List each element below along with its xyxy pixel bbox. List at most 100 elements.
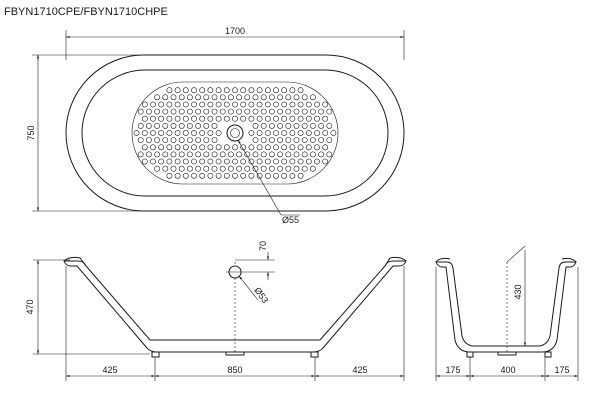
- end-rim-lip-right: [561, 257, 577, 263]
- anti-slip-dot: [145, 137, 152, 143]
- anti-slip-dot: [170, 94, 177, 101]
- anti-slip-dot: [285, 108, 292, 115]
- anti-slip-dot: [150, 144, 156, 151]
- anti-slip-dot: [273, 101, 279, 108]
- anti-slip-dot: [203, 108, 210, 115]
- anti-slip-dot: [215, 158, 222, 165]
- anti-slip-dot: [195, 123, 201, 129]
- anti-slip-dot: [178, 165, 185, 172]
- anti-slip-dot: [289, 101, 296, 108]
- anti-slip-dot: [170, 137, 177, 143]
- anti-slip-dot: [150, 101, 156, 108]
- anti-slip-dot: [273, 87, 279, 94]
- anti-slip-dot: [268, 165, 275, 172]
- drain-icon: [226, 124, 244, 142]
- anti-slip-dot: [232, 115, 238, 122]
- anti-slip-dot: [166, 87, 173, 94]
- anti-slip-dot: [273, 172, 279, 179]
- anti-slip-dot: [166, 172, 173, 179]
- anti-slip-dot: [248, 101, 255, 108]
- anti-slip-dot: [137, 151, 144, 158]
- anti-slip-dot: [170, 165, 177, 172]
- anti-slip-dot: [215, 172, 222, 179]
- anti-slip-dot: [170, 151, 177, 158]
- anti-slip-dot: [236, 165, 242, 172]
- anti-slip-dot: [314, 115, 320, 122]
- anti-slip-dot: [318, 123, 324, 129]
- anti-slip-dot: [195, 165, 201, 172]
- anti-slip-dot: [248, 144, 255, 151]
- anti-slip-dot: [227, 151, 234, 158]
- anti-slip-dot: [232, 101, 238, 108]
- anti-slip-dot: [273, 158, 279, 165]
- rim-lip-right: [384, 256, 407, 267]
- anti-slip-dot: [289, 115, 296, 122]
- end-rim-lip-left: [435, 257, 451, 263]
- anti-slip-dot: [166, 158, 173, 165]
- anti-slip-dot: [264, 87, 271, 94]
- anti-slip-dot: [137, 137, 144, 143]
- anti-slip-dot: [141, 115, 148, 122]
- anti-slip-dot: [137, 108, 144, 115]
- anti-slip-dot: [268, 123, 275, 129]
- anti-slip-dot: [273, 115, 279, 122]
- anti-slip-dot: [248, 115, 255, 122]
- anti-slip-dot: [285, 94, 292, 101]
- anti-slip-dot: [199, 144, 206, 151]
- anti-slip-dot: [301, 108, 308, 115]
- anti-slip-dot: [260, 108, 267, 115]
- anti-slip-dot: [293, 165, 300, 172]
- anti-slip-dot: [289, 87, 296, 94]
- anti-slip-dot: [297, 130, 304, 136]
- anti-slip-dot: [178, 94, 185, 101]
- anti-slip-dot: [285, 123, 292, 129]
- anti-slip-dot: [260, 151, 267, 158]
- tub-side-profile: [63, 260, 407, 353]
- anti-slip-dot: [158, 115, 165, 122]
- anti-slip-dot: [154, 137, 160, 143]
- anti-slip-dot: [219, 108, 226, 115]
- anti-slip-dot: [248, 87, 255, 94]
- drain-inner-icon: [230, 128, 240, 138]
- anti-slip-dot: [326, 108, 333, 115]
- anti-slip-dot: [322, 101, 329, 108]
- anti-slip-dot: [248, 130, 255, 136]
- anti-slip-dot: [264, 101, 271, 108]
- anti-slip-dot: [264, 115, 271, 122]
- anti-slip-dot: [326, 151, 333, 158]
- anti-slip-dot: [215, 130, 222, 136]
- anti-slip-dot: [318, 108, 324, 115]
- anti-slip-dot: [277, 123, 283, 129]
- anti-slip-dot: [150, 130, 156, 136]
- anti-slip-dot: [236, 94, 242, 101]
- anti-slip-dot: [252, 94, 259, 101]
- anti-slip-dot: [174, 101, 181, 108]
- anti-slip-dot: [301, 137, 308, 143]
- anti-slip-dot: [141, 144, 148, 151]
- anti-slip-dot: [260, 94, 267, 101]
- anti-slip-dot: [277, 165, 283, 172]
- anti-slip-dot: [166, 101, 173, 108]
- anti-slip-dot: [318, 151, 324, 158]
- anti-slip-dot: [289, 130, 296, 136]
- anti-slip-dot: [252, 137, 259, 143]
- anti-slip-dot: [195, 108, 201, 115]
- anti-slip-dot: [211, 165, 218, 172]
- anti-slip-dot: [248, 158, 255, 165]
- side-dim-mid: 850: [227, 365, 242, 375]
- anti-slip-dot: [195, 94, 201, 101]
- anti-slip-dot: [199, 115, 206, 122]
- anti-slip-dot: [174, 130, 181, 136]
- anti-slip-dot: [158, 158, 165, 165]
- anti-slip-dot: [137, 123, 144, 129]
- drain-trap: [225, 351, 245, 356]
- anti-slip-dot: [309, 123, 316, 129]
- anti-slip-dot: [281, 130, 288, 136]
- anti-slip-dot: [240, 101, 247, 108]
- anti-slip-dot: [256, 158, 263, 165]
- anti-slip-dot: [207, 172, 214, 179]
- anti-slip-dot: [268, 94, 275, 101]
- anti-slip-dot: [145, 123, 152, 129]
- anti-slip-dot: [223, 101, 230, 108]
